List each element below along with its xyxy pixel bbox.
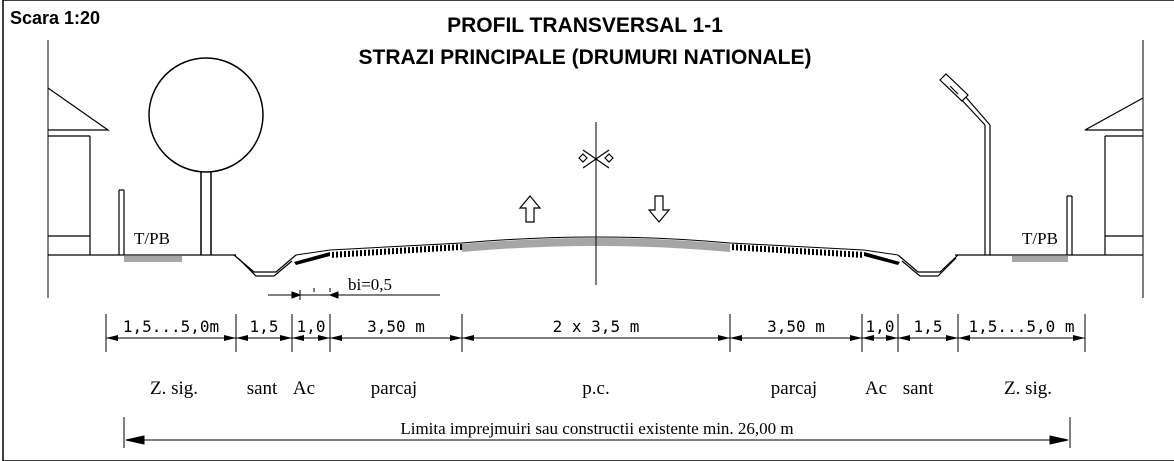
dimension-arrow <box>718 335 730 341</box>
limit-dimension <box>123 417 1071 448</box>
scale-label: Scara 1:20 <box>10 8 100 28</box>
dimension-arrow <box>862 335 874 341</box>
tpb-label-left: T/PB <box>134 229 170 248</box>
title-line-1: PROFIL TRANSVERSAL 1-1 <box>447 14 723 37</box>
dimension-arrow <box>330 335 342 341</box>
tree <box>148 57 264 255</box>
dimension-arrow <box>106 335 118 341</box>
curb-left <box>294 252 330 265</box>
dimension-arrow <box>946 335 958 341</box>
axis-symbol-icon <box>578 149 614 169</box>
dimension-arrow <box>280 335 292 341</box>
dimension-arrow <box>318 335 330 341</box>
dimension-label: 3,50 m <box>367 317 425 336</box>
street-lamp <box>939 73 991 255</box>
arrow-down-icon <box>647 195 671 223</box>
ditch-left <box>233 254 297 277</box>
dimension-label: 1,0 <box>866 317 895 336</box>
zone-label: sant <box>903 378 934 399</box>
dimension-arrow <box>958 335 970 341</box>
zone-label: sant <box>247 378 278 399</box>
house-left <box>47 87 112 256</box>
zone-label: parcaj <box>371 378 417 399</box>
zone-label: parcaj <box>771 378 817 399</box>
arrow-up-icon <box>518 195 542 223</box>
parking-left <box>330 244 462 258</box>
zone-label: Z. sig. <box>1004 378 1052 399</box>
dimension-label: 1,5...5,0 m <box>969 317 1075 336</box>
dimension-arrow <box>850 335 862 341</box>
dimension-arrow <box>1073 335 1085 341</box>
title-line-2: STRAZI PRINCIPALE (DRUMURI NATIONALE) <box>358 46 811 69</box>
sidewalk-left <box>124 256 182 262</box>
zone-label: p.c. <box>582 378 609 399</box>
dimension-label: 1,5 <box>914 317 943 336</box>
tpb-label-right: T/PB <box>1022 229 1058 248</box>
bi-dimension <box>268 288 440 300</box>
dimension-arrow <box>898 335 910 341</box>
dimension-label: 3,50 m <box>767 317 825 336</box>
dimension-label: 2 x 3,5 m <box>553 317 640 336</box>
dimension-line: 1,5...5,0m 1,5 1,0 3,50 m 2 x 3,5 m 3,50 m 1,0… <box>105 314 1086 352</box>
dimension-label: 1,5...5,0m <box>123 317 219 336</box>
zone-label: Ac <box>865 378 887 399</box>
fence-right <box>1066 195 1073 255</box>
zone-label: Ac <box>293 378 315 399</box>
dimension-arrow <box>462 335 474 341</box>
sidewalk-right <box>1012 256 1068 262</box>
zone-label: Z. sig. <box>150 378 198 399</box>
dimension-arrow <box>224 335 236 341</box>
parking-right <box>730 244 864 258</box>
dimension-arrow <box>450 335 462 341</box>
dimension-label: 1,0 <box>297 317 326 336</box>
bi-label: bi=0,5 <box>348 275 392 294</box>
ditch-right <box>897 254 959 277</box>
fence-left <box>118 189 125 255</box>
dimension-arrow <box>730 335 742 341</box>
dimension-label: 1,5 <box>250 317 279 336</box>
dimension-arrow <box>292 335 304 341</box>
curb-right <box>864 252 900 265</box>
dimension-arrow <box>886 335 898 341</box>
limit-text: Limita imprejmuiri sau constructii exist… <box>400 419 793 438</box>
dimension-arrow <box>236 335 248 341</box>
house-right <box>1078 97 1144 256</box>
